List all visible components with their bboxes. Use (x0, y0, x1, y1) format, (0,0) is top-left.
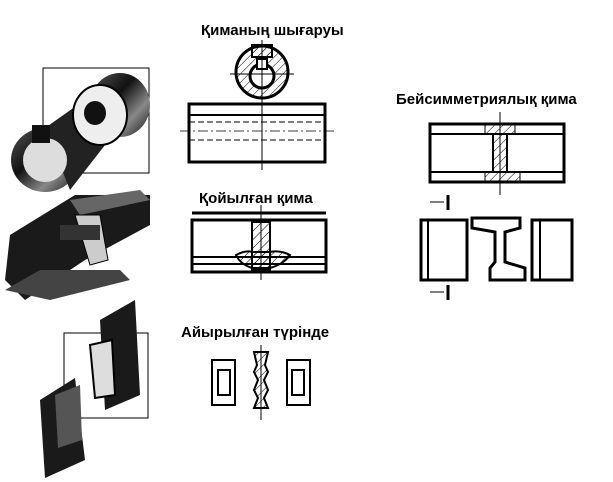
asymmetric-section-title: Бейсимметриялық қима (396, 91, 577, 108)
shaft-3d-illustration (11, 67, 150, 192)
ibeam-3d-illustration (5, 190, 150, 300)
superimposed-section-drawing (190, 205, 328, 280)
superimposed-section-title: Қойылған қима (199, 190, 313, 207)
removed-section-drawing (180, 40, 334, 170)
removed-section-title: Қиманың шығаруы (201, 22, 344, 39)
broken-view-drawing (211, 345, 311, 420)
broken-view-title: Айырылған түрінде (181, 324, 330, 341)
split-3d-illustration (40, 300, 149, 478)
asymmetric-section-drawing (419, 112, 574, 300)
